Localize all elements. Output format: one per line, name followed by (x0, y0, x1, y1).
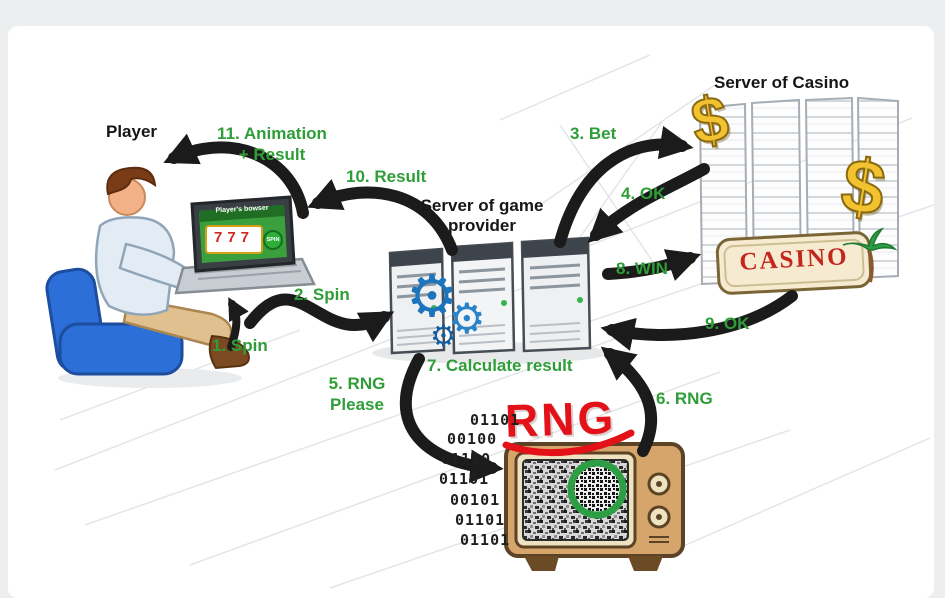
binary-line: 01101 (460, 531, 511, 549)
arrow-1-spin (227, 297, 249, 351)
server-tower (450, 241, 516, 355)
arrow-11-animation-result (163, 133, 309, 219)
gear-icon: ⚙ (448, 295, 486, 342)
arrow-2-spin (244, 293, 395, 343)
laptop-illustration (174, 195, 316, 295)
spin-button-icon (263, 230, 283, 250)
step-10-label: 10. Result (346, 167, 427, 186)
casino-title: Server of Casino (714, 73, 850, 92)
slot-reel-window (205, 225, 263, 254)
arrow-4-ok (587, 163, 710, 244)
flow-arrows (163, 125, 798, 484)
gear-icon: ⚙ (406, 264, 458, 329)
step-7-label: 7. Calculate result (427, 356, 573, 375)
binary-line: 01110 (441, 450, 492, 468)
step-4-label: 4. OK (621, 184, 666, 203)
tv-foot (628, 556, 663, 571)
server-tower (520, 236, 592, 353)
binary-line: 01101 (439, 470, 490, 488)
rng-underline (502, 429, 635, 457)
player-illustration (45, 166, 250, 388)
casino-illustration (698, 96, 899, 295)
rng-tv-illustration (504, 442, 685, 571)
step-2-label: 2. Spin (294, 285, 350, 304)
gear-icon: ⚙ (430, 320, 457, 353)
slot-reels-label: 777 (213, 229, 255, 246)
step-8-label: 8. WIN (616, 259, 668, 278)
player-title: Player (106, 122, 158, 141)
chair (45, 267, 184, 376)
arrow-6-rng (600, 346, 658, 457)
arrow-3-bet (554, 125, 694, 248)
tv-foot (524, 556, 559, 571)
step-11-label: 11. Animation + Result (217, 124, 327, 165)
binary-line: 00101 (450, 491, 501, 509)
arrow-9-ok (600, 290, 798, 351)
spin-button-label: SPIN (266, 237, 280, 243)
binary-line: 00100 (447, 430, 498, 448)
binary-line: 01101 (455, 511, 506, 529)
rng-highlight-circle (567, 459, 627, 519)
binary-line: 01101 (470, 411, 521, 429)
game-provider-title: Server of game provider (420, 196, 544, 236)
palm-icon (842, 227, 898, 283)
step-9-label: 9. OK (705, 314, 750, 333)
step-5-label: 5. RNG Please (328, 374, 386, 415)
rng-title: RNG (504, 391, 618, 447)
step-6-label: 6. RNG (656, 389, 713, 408)
arrow-10-result (307, 179, 458, 256)
arrow-5-rng-please (399, 353, 504, 484)
arrow-8-win (602, 249, 702, 282)
step-1-label: 1. Spin (212, 336, 268, 355)
player-hair (106, 166, 157, 196)
step-3-label: 3. Bet (570, 124, 617, 143)
